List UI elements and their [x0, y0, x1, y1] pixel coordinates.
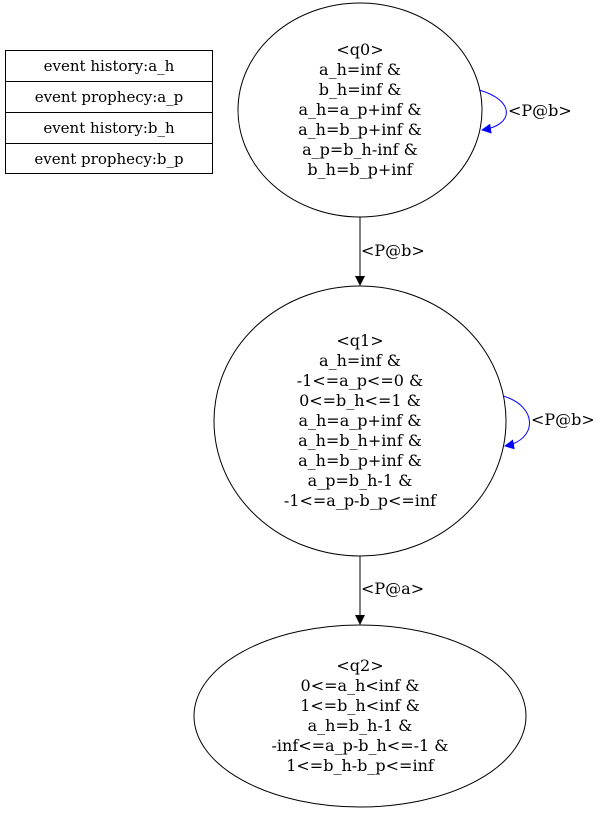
state-label-line: a_h=b_p+inf &: [298, 120, 422, 139]
edge-label: <P@a>: [361, 579, 424, 598]
edge-q0-self-loop: [478, 89, 507, 134]
legend-table: event history:a_h event prophecy:a_p eve…: [5, 50, 213, 174]
state-label-q0: <q0>a_h=inf &b_h=inf &a_h=a_p+inf &a_h=b…: [298, 40, 422, 179]
state-label-line: -1<=a_p<=0 &: [297, 371, 424, 390]
state-label-line: a_h=b_h+inf &: [298, 431, 422, 450]
state-label-line: b_h=b_p+inf: [307, 160, 413, 179]
legend-row: event history:b_h: [43, 119, 175, 137]
legend-row: event prophecy:b_p: [34, 150, 183, 168]
edge-label: <P@b>: [361, 241, 425, 260]
state-label-line: -1<=a_p-b_p<=inf: [284, 491, 437, 510]
edge-label: <P@b>: [508, 101, 572, 120]
edge-q1-self-loop: [502, 395, 530, 450]
edge-label: <P@b>: [531, 410, 595, 429]
state-label-line: <q2>: [336, 656, 383, 675]
state-label-line: <q1>: [336, 331, 383, 350]
state-label-line: a_h=b_p+inf &: [298, 451, 422, 470]
state-label-line: a_h=inf &: [319, 60, 401, 79]
state-label-line: a_h=a_p+inf &: [298, 100, 421, 119]
state-label-line: b_h=inf &: [319, 80, 402, 99]
state-label-line: 1<=b_h<inf &: [300, 696, 420, 715]
state-label-line: 0<=a_h<inf &: [301, 676, 420, 695]
state-label-line: <q0>: [336, 40, 383, 59]
state-label-line: a_h=a_p+inf &: [298, 411, 421, 430]
state-label-line: a_h=inf &: [319, 351, 401, 370]
state-node-q2: [193, 624, 527, 808]
state-label-line: a_h=b_h-1 &: [308, 716, 413, 735]
state-label-line: 1<=b_h-b_p<=inf: [286, 756, 435, 775]
legend-row: event history:a_h: [44, 57, 175, 75]
state-label-q2: <q2>0<=a_h<inf &1<=b_h<inf &a_h=b_h-1 &-…: [271, 656, 448, 775]
state-label-line: 0<=b_h<=1 &: [299, 391, 421, 410]
state-label-line: -inf<=a_p-b_h<=-1 &: [271, 736, 448, 755]
state-label-q1: <q1>a_h=inf &-1<=a_p<=0 &0<=b_h<=1 &a_h=…: [284, 331, 437, 510]
state-label-line: a_p=b_h-inf &: [302, 140, 418, 159]
legend-row: event prophecy:a_p: [35, 88, 184, 106]
state-label-line: a_p=b_h-1 &: [308, 471, 413, 490]
